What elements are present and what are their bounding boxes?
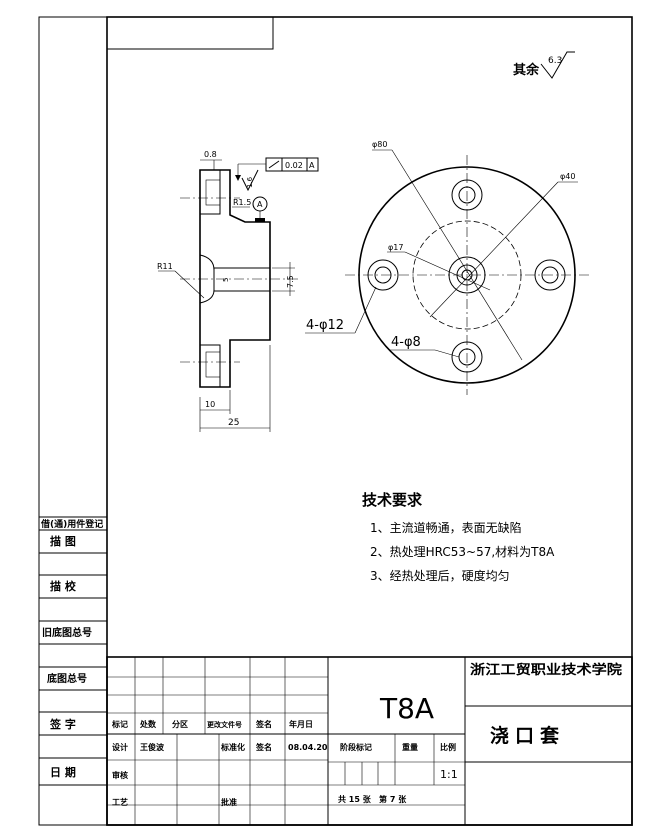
- sheets-text: 共 15 张 第 7 张: [338, 794, 407, 804]
- counterbore-bottom: [199, 344, 221, 388]
- hole-left: [367, 259, 399, 291]
- scale-value: 1:1: [440, 768, 458, 781]
- requirement-3: 3、经热处理后，硬度均匀: [370, 568, 510, 583]
- weight-label: 重量: [402, 742, 418, 752]
- design-sign: 签名: [255, 742, 272, 752]
- dim-bore: 5: [222, 278, 230, 282]
- dim-height: 7.5: [286, 275, 295, 288]
- left-column: 借(通)用件登记 描 图 描 校 旧底图总号 底图总号 签 字 日 期: [39, 516, 107, 786]
- roughness-note: 其余 6.3: [513, 51, 575, 79]
- standardization-label: 标准化: [220, 742, 245, 752]
- bolt-leader: [429, 181, 559, 318]
- hdr-date: 年月日: [289, 719, 313, 729]
- hub-leader: [404, 251, 491, 291]
- hdr-mark: 标记: [111, 719, 128, 729]
- label-check: 描 校: [50, 579, 77, 593]
- stage-label: 阶段标记: [340, 742, 372, 752]
- hdr-count: 处数: [139, 719, 157, 729]
- front-view: φ80 φ40 φ17 4-φ12 4-φ8: [305, 140, 590, 395]
- roughness-symbol-icon: [540, 51, 575, 79]
- roughness-small-icon: [241, 169, 259, 192]
- gdt-box: [265, 157, 319, 172]
- gdt-tolerance: 0.02: [285, 161, 303, 170]
- process-label: 工艺: [112, 797, 128, 807]
- label-register: 借(通)用件登记: [40, 518, 103, 530]
- hdr-change-doc: 更改文件号: [207, 720, 242, 729]
- label-base: 底图总号: [47, 672, 87, 685]
- label-date: 日 期: [50, 765, 76, 779]
- dim-r11: R11: [157, 262, 173, 271]
- approve-label: 批准: [221, 797, 237, 807]
- outer-border: [38, 16, 633, 826]
- gdt-datum: A: [309, 161, 315, 170]
- section-view: 10 25 7.5 5 R11 0.8 0.02 A 1.6: [157, 150, 319, 432]
- dim-step: 10: [205, 400, 215, 409]
- dim-holes-small: 4-φ8: [391, 335, 421, 350]
- technical-requirements: 技术要求 1、主流道畅通，表面无缺陷 2、热处理HRC53~57,材料为T8A …: [362, 491, 555, 583]
- dim-outer: φ80: [372, 140, 387, 149]
- top-left-box: [106, 16, 274, 50]
- dim-r15: R1.5: [233, 198, 251, 207]
- part-name: 浇口套: [490, 724, 565, 747]
- hdr-sign: 签名: [255, 719, 272, 729]
- dim-hub: φ17: [388, 243, 403, 252]
- label-trace: 描 图: [50, 534, 76, 548]
- small-holes-leader: [434, 349, 460, 358]
- large-holes-leader: [354, 286, 377, 334]
- designer-name: 王俊波: [140, 742, 165, 752]
- hub-outer: [448, 256, 486, 294]
- design-date: 08.04.20: [288, 743, 328, 752]
- requirements-title: 技术要求: [362, 491, 423, 509]
- roughness-label: 其余: [513, 62, 540, 78]
- requirement-2: 2、热处理HRC53~57,材料为T8A: [370, 545, 555, 559]
- dim-holes-large: 4-φ12: [306, 318, 344, 333]
- dim-roughness-top: 1.6: [246, 176, 254, 188]
- dim-length: 25: [228, 418, 239, 428]
- label-sign: 签 字: [49, 717, 76, 731]
- title-block: 标记 处数 分区 更改文件号 签名 年月日 设计 王俊波 标准化 签名 08.0…: [106, 656, 633, 826]
- datum-base: [255, 218, 265, 222]
- outer-leader: [391, 149, 523, 361]
- gdt-frame: 0.02 A: [235, 157, 319, 181]
- material: T8A: [379, 692, 434, 725]
- roughness-value: 6.3: [548, 56, 562, 66]
- hdr-zone: 分区: [172, 719, 188, 729]
- drawing-frame: [106, 16, 633, 826]
- counterbore-inner-bottom: [205, 351, 221, 378]
- sprue-channel: [213, 267, 271, 292]
- counterbore-top: [199, 169, 221, 215]
- hole-right: [534, 259, 566, 291]
- scale-label: 比例: [440, 742, 456, 752]
- label-old-base: 旧底图总号: [42, 626, 92, 639]
- datum-bubble-label: A: [257, 200, 263, 209]
- title-block-frame: [106, 656, 633, 826]
- dim-chamfer: 0.8: [204, 150, 217, 159]
- requirement-1: 1、主流道畅通，表面无缺陷: [370, 520, 522, 535]
- arrow-icon: [235, 175, 241, 181]
- company-name: 浙江工贸职业技术学院: [470, 662, 622, 678]
- r11-leader: [174, 270, 205, 299]
- hole-top: [451, 179, 483, 211]
- review-label: 审核: [112, 770, 128, 780]
- dim-bolt-circle: φ40: [560, 172, 575, 181]
- perpendicular-icon: [268, 160, 280, 169]
- counterbore-inner-top: [205, 179, 221, 206]
- design-label: 设计: [112, 742, 128, 752]
